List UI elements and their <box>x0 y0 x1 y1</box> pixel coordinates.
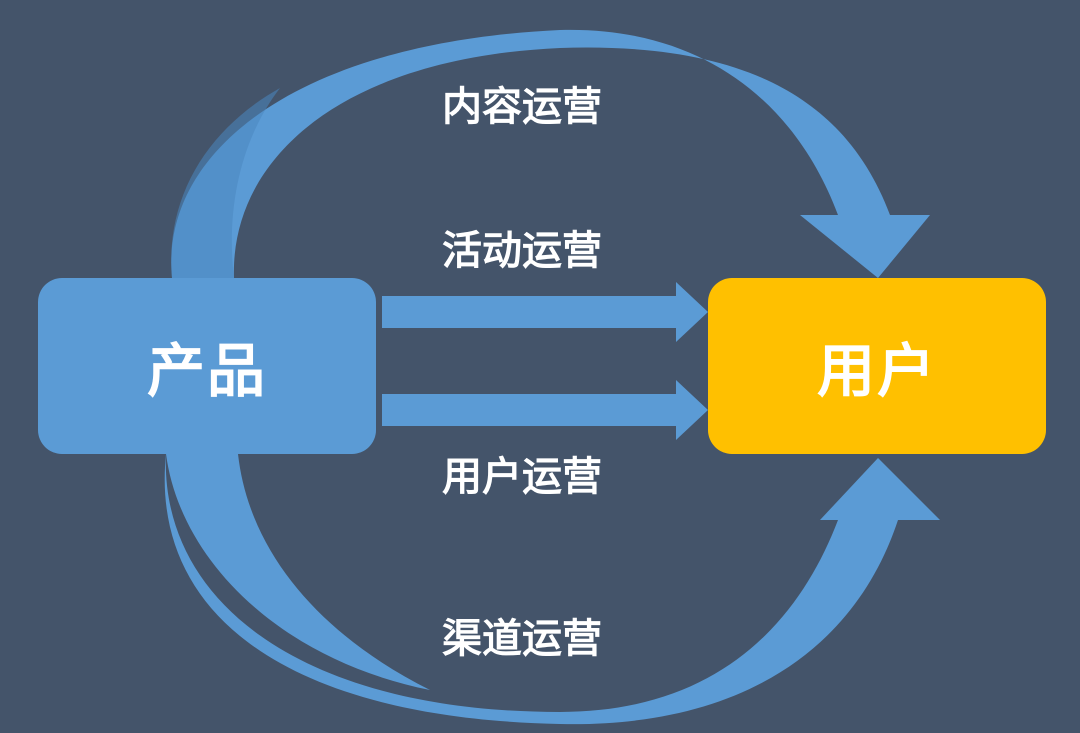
product-node-label: 产品 <box>146 337 267 405</box>
bottom-arrow-inner <box>166 454 430 690</box>
activity-ops-label: 活动运营 <box>442 228 602 274</box>
top-curved-arrow <box>171 29 931 279</box>
bottom-curved-arrow <box>164 454 941 725</box>
user-ops-label: 用户运营 <box>442 454 602 500</box>
upper-straight-arrow <box>382 282 708 342</box>
top-arrow-shade <box>171 88 280 278</box>
user-node-label: 用户 <box>816 337 937 405</box>
content-ops-label: 内容运营 <box>442 84 602 130</box>
user-node: 用户 <box>708 278 1046 454</box>
product-node: 产品 <box>38 278 376 454</box>
channel-ops-label: 渠道运营 <box>442 616 602 662</box>
lower-straight-arrow <box>382 380 708 440</box>
